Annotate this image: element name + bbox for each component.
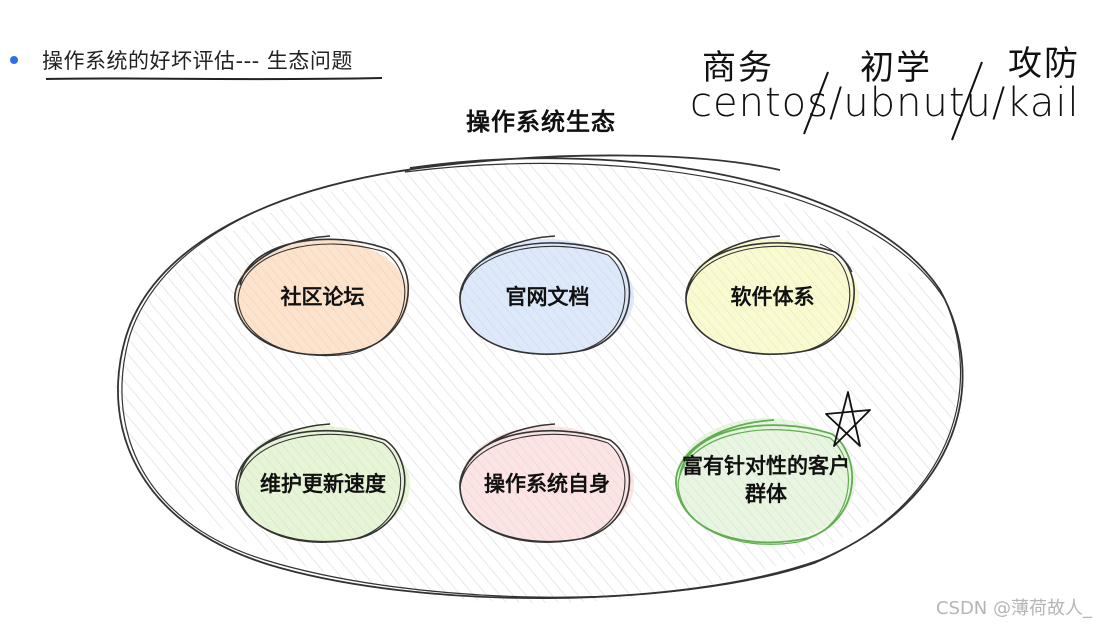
annotation-business: 商务 [702, 48, 774, 88]
node-maintenance-speed [235, 423, 410, 543]
node-label-target-customers: 富有针对性的客户群体 [682, 454, 850, 506]
node-official-docs [459, 235, 634, 355]
annotation-offense-defense: 攻防 [1008, 44, 1080, 84]
watermark: CSDN @薄荷故人_ [935, 598, 1092, 619]
node-label-official-docs: 官网文档 [505, 285, 590, 309]
node-software-system [685, 235, 859, 355]
node-community-forum [234, 235, 410, 357]
node-label-community-forum: 社区论坛 [280, 285, 365, 309]
node-label-maintenance-speed: 维护更新速度 [260, 472, 386, 496]
heading-underline [45, 77, 383, 81]
star-icon [825, 391, 871, 447]
node-target-customers [675, 418, 856, 545]
heading-row: 操作系统的好坏评估--- 生态问题 [10, 42, 353, 78]
diagram-title: 操作系统生态 [466, 108, 616, 136]
node-os-itself [459, 423, 634, 543]
annotation-beginner: 初学 [860, 48, 932, 88]
handwritten-slashes [803, 61, 983, 141]
annotation-distros: centos/ubnutu/kail [690, 80, 1080, 126]
heading-text: 操作系统的好坏评估--- 生态问题 [42, 49, 353, 73]
node-label-software-system: 软件体系 [730, 285, 815, 309]
bullet-dot-icon [10, 56, 18, 64]
node-label-os-itself: 操作系统自身 [484, 472, 610, 496]
